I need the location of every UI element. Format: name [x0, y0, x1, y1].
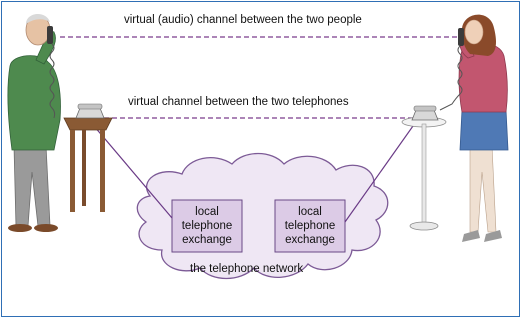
right-phone-connector — [344, 125, 414, 223]
left-exchange-box — [171, 199, 243, 253]
exchange-line: telephone — [181, 220, 233, 232]
right-exchange-box — [274, 199, 346, 253]
left-phone-connector — [93, 125, 173, 219]
right-table — [401, 116, 447, 231]
exchange-line: telephone — [284, 220, 336, 232]
telephone-channel-label: virtual channel between the two telephon… — [128, 96, 349, 108]
exchange-line: exchange — [182, 234, 232, 246]
left-table — [63, 117, 113, 212]
right-exchange-label: local telephone exchange — [275, 205, 345, 247]
woman-figure — [439, 14, 509, 242]
exchange-line: local — [195, 206, 219, 218]
left-telephone — [75, 103, 105, 119]
right-telephone — [411, 105, 439, 121]
left-exchange-label: local telephone exchange — [172, 205, 242, 247]
audio-channel-label: virtual (audio) channel between the two … — [124, 14, 362, 26]
man-figure — [7, 13, 61, 232]
exchange-line: local — [298, 206, 322, 218]
exchange-line: exchange — [285, 234, 335, 246]
telephone-network-label: the telephone network — [190, 263, 304, 275]
